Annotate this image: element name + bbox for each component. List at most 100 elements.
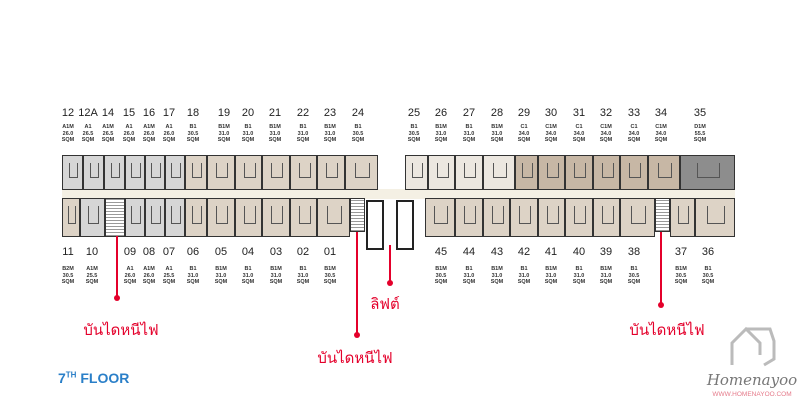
unit-bottom bbox=[185, 198, 207, 237]
unit-unit: SQM bbox=[162, 137, 176, 143]
unit-unit: SQM bbox=[351, 137, 365, 143]
unit-unit: SQM bbox=[296, 137, 310, 143]
unit-bottom bbox=[317, 198, 350, 237]
unit-number: 03 bbox=[269, 246, 283, 258]
unit-top bbox=[317, 155, 345, 190]
unit-number: 29 bbox=[517, 107, 531, 119]
unit-size: 25.5 bbox=[86, 272, 98, 279]
unit-unit: SQM bbox=[142, 137, 156, 143]
unit-size: 34.0 bbox=[600, 130, 612, 137]
unit-size: 31.0 bbox=[600, 272, 612, 279]
unit-size: 31.0 bbox=[573, 272, 585, 279]
unit-type: A1 bbox=[165, 266, 173, 272]
logo-url: WWW.HOMENAYOO.COM bbox=[712, 391, 792, 398]
unit-unit: SQM bbox=[123, 279, 137, 285]
unit-type: B1 bbox=[189, 124, 197, 130]
fire-stair-left bbox=[105, 198, 125, 237]
unit-bottom bbox=[207, 198, 235, 237]
corridor bbox=[62, 189, 735, 199]
unit-top bbox=[62, 155, 83, 190]
unit-bottom bbox=[483, 198, 510, 237]
unit-number: 30 bbox=[544, 107, 558, 119]
unit-size: 30.5 bbox=[675, 272, 687, 279]
unit-number: 15 bbox=[122, 107, 136, 119]
unit-top bbox=[145, 155, 165, 190]
unit-top bbox=[104, 155, 125, 190]
unit-type: B1 bbox=[244, 124, 252, 130]
unit-number: 08 bbox=[142, 246, 156, 258]
unit-size: 30.5 bbox=[187, 130, 199, 137]
unit-top bbox=[165, 155, 185, 190]
unit-top bbox=[235, 155, 262, 190]
unit-top bbox=[565, 155, 593, 190]
unit-bottom bbox=[510, 198, 538, 237]
unit-top bbox=[680, 155, 735, 190]
unit-size: 31.0 bbox=[518, 272, 530, 279]
fire-exit-marker-dot bbox=[114, 295, 120, 301]
unit-size: 25.5 bbox=[163, 272, 175, 279]
unit-type: B1 bbox=[520, 266, 528, 272]
unit-number: 32 bbox=[599, 107, 613, 119]
unit-number: 02 bbox=[296, 246, 310, 258]
unit-number: 04 bbox=[241, 246, 255, 258]
unit-size: 31.0 bbox=[463, 130, 475, 137]
unit-unit: SQM bbox=[241, 137, 255, 143]
unit-unit: SQM bbox=[214, 279, 228, 285]
unit-size: 26.0 bbox=[123, 130, 135, 137]
unit-type: A1M bbox=[86, 266, 98, 272]
unit-type: B1M bbox=[218, 124, 230, 130]
unit-number: 40 bbox=[572, 246, 586, 258]
unit-unit: SQM bbox=[81, 137, 95, 143]
unit-type: B1 bbox=[299, 124, 307, 130]
fire-exit-marker-line bbox=[116, 236, 118, 298]
unit-type: B1 bbox=[704, 266, 712, 272]
unit-size: 26.5 bbox=[82, 130, 94, 137]
fire-exit-label-left: บันไดหนีไฟ bbox=[83, 322, 159, 339]
unit-unit: SQM bbox=[296, 279, 310, 285]
unit-type: B1 bbox=[630, 266, 638, 272]
unit-type: B1M bbox=[324, 266, 336, 272]
unit-unit: SQM bbox=[627, 279, 641, 285]
unit-number: 42 bbox=[517, 246, 531, 258]
unit-top bbox=[620, 155, 648, 190]
unit-number: 34 bbox=[654, 107, 668, 119]
unit-unit: SQM bbox=[61, 137, 75, 143]
unit-type: A1M bbox=[62, 124, 74, 130]
unit-type: B1M bbox=[491, 124, 503, 130]
unit-bottom bbox=[538, 198, 565, 237]
unit-type: B1 bbox=[244, 266, 252, 272]
unit-number: 18 bbox=[186, 107, 200, 119]
unit-size: 30.5 bbox=[408, 130, 420, 137]
unit-bottom bbox=[145, 198, 165, 237]
unit-unit: SQM bbox=[186, 279, 200, 285]
unit-unit: SQM bbox=[462, 279, 476, 285]
unit-number: 43 bbox=[490, 246, 504, 258]
unit-number: 45 bbox=[434, 246, 448, 258]
unit-top bbox=[455, 155, 483, 190]
unit-number: 33 bbox=[627, 107, 641, 119]
unit-size: 31.0 bbox=[270, 272, 282, 279]
unit-bottom bbox=[80, 198, 105, 237]
unit-type: A1 bbox=[125, 124, 133, 130]
unit-size: 26.0 bbox=[62, 130, 74, 137]
unit-size: 31.0 bbox=[491, 272, 503, 279]
unit-size: 26.0 bbox=[124, 272, 136, 279]
unit-type: A1 bbox=[126, 266, 134, 272]
unit-unit: SQM bbox=[599, 279, 613, 285]
unit-top bbox=[290, 155, 317, 190]
